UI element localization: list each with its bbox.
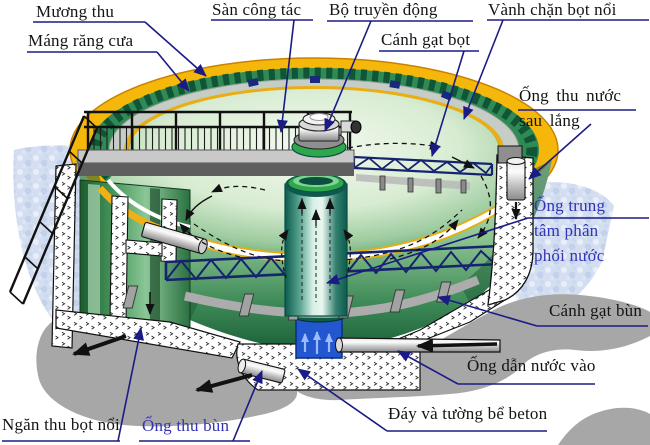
- label-line: Ống trung: [534, 196, 606, 215]
- scum-compartment: [79, 178, 208, 333]
- leader-lines: [2, 19, 649, 442]
- walkway: [8, 110, 355, 305]
- label-ong-thu-bun: Ống thu bùn: [142, 416, 230, 435]
- label-san-cong-tac: Sàn công tác: [212, 0, 302, 19]
- access-stairs: [8, 115, 99, 305]
- label-ngan-thu-bot-noi: Ngăn thu bọt nổi: [2, 415, 120, 434]
- label-mang-rang-cua: Máng răng cưa: [28, 31, 134, 50]
- label-line: tâm phân: [534, 221, 599, 240]
- skimmer-blades: [379, 175, 467, 194]
- label-ong-thu-nuoc-sau-lang: Ống thu nước sau lắng: [519, 86, 621, 132]
- scum-pipe: [141, 221, 208, 255]
- label-ong-dan-nuoc-vao: Ống dẫn nước vào: [467, 356, 596, 375]
- label-vanh-chan-bot-noi: Vành chặn bọt nổi: [488, 0, 617, 19]
- effluent-pipe: [506, 157, 526, 220]
- label-line: sau lắng: [519, 111, 580, 131]
- label-ong-trung-tam: Ống trung tâm phân phối nước: [534, 193, 605, 268]
- label-muong-thu: Mương thu: [36, 2, 115, 21]
- label-line: Ống thu nước: [519, 86, 622, 105]
- outer-wall-right: [487, 145, 534, 306]
- outer-wall-left: [51, 163, 77, 349]
- label-day-va-tuong-be-beton: Đáy và tường bể beton: [388, 404, 548, 423]
- label-canh-gat-bun: Cánh gạt bùn: [549, 301, 643, 320]
- scum-trough-frame: [109, 195, 178, 323]
- label-line: phối nước: [534, 246, 605, 265]
- drive-elbow: [340, 120, 362, 134]
- center-column: [278, 173, 354, 317]
- label-canh-gat-bot: Cánh gạt bọt: [381, 30, 471, 49]
- flow-arrows: [72, 140, 498, 393]
- label-bo-truyen-dong: Bộ truyền động: [329, 0, 438, 19]
